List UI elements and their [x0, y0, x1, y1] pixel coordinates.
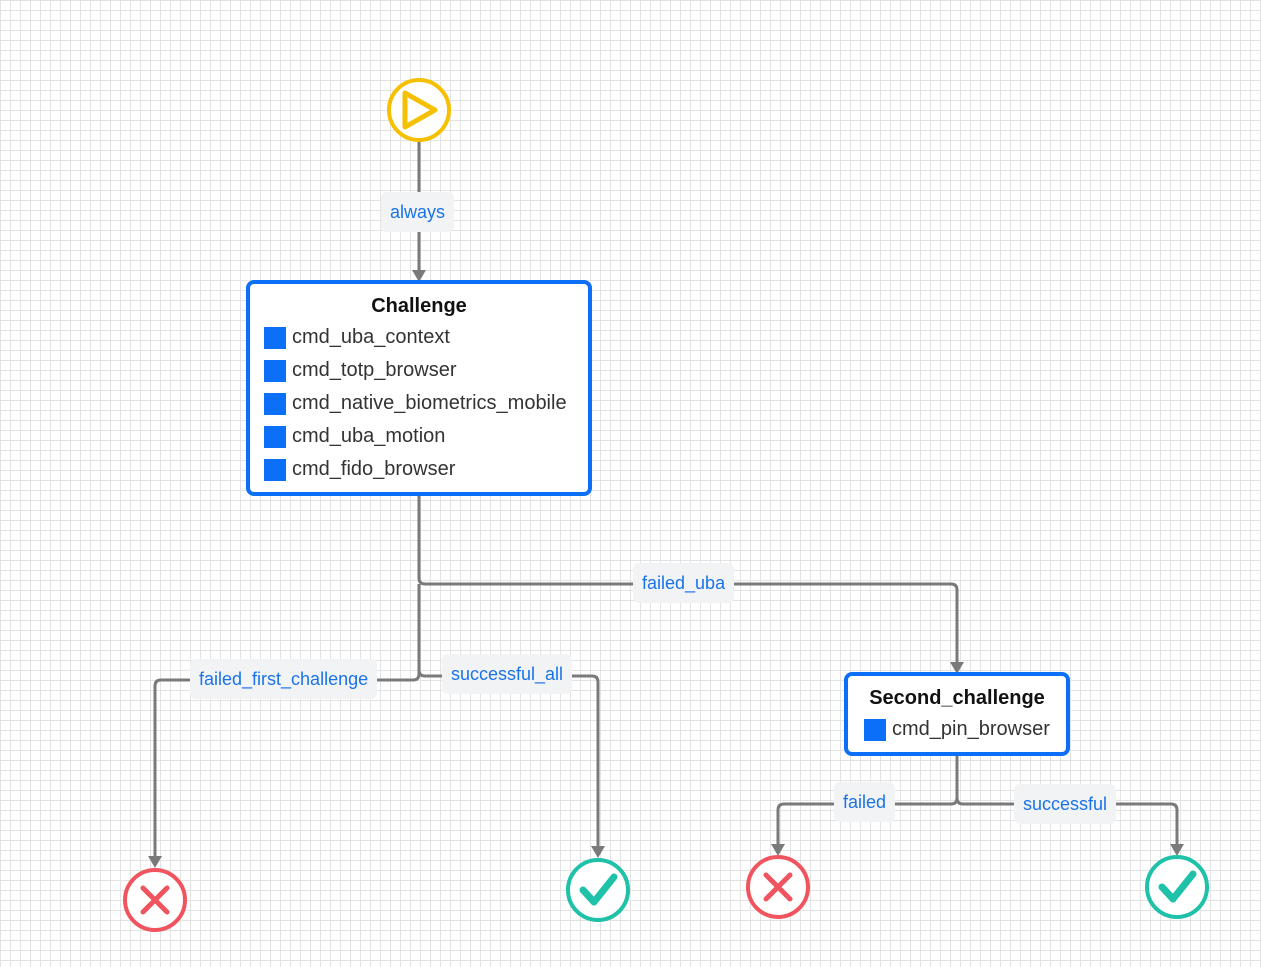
command-label: cmd_fido_browser [292, 458, 456, 480]
command-item: cmd_uba_context [250, 321, 588, 354]
second-challenge-node[interactable]: Second_challenge cmd_pin_browser [844, 672, 1070, 756]
edge-label-successful-all[interactable]: successful_all [442, 654, 573, 694]
check-icon [1158, 870, 1197, 903]
command-square-icon [264, 425, 286, 448]
x-icon [763, 872, 793, 902]
edge-label-always[interactable]: always [381, 192, 455, 232]
command-label: cmd_totp_browser [292, 359, 457, 381]
x-icon [140, 885, 170, 915]
command-label: cmd_uba_context [292, 326, 450, 348]
failure-end-node[interactable] [746, 855, 810, 919]
node-title: Challenge [371, 295, 467, 317]
check-icon [579, 873, 618, 906]
arrowhead [950, 662, 964, 674]
command-item: cmd_pin_browser [848, 713, 1066, 746]
arrowhead [771, 844, 785, 856]
command-item: cmd_fido_browser [250, 453, 588, 486]
command-label: cmd_uba_motion [292, 425, 446, 447]
play-icon [402, 90, 438, 130]
edge-label-failed[interactable]: failed [834, 782, 896, 822]
command-square-icon [264, 392, 286, 415]
edge-successful-line [955, 797, 1179, 850]
edge-successful-all-line [417, 669, 600, 852]
command-square-icon [264, 458, 286, 481]
edge-label-failed-first-challenge[interactable]: failed_first_challenge [190, 659, 378, 699]
arrowhead [591, 846, 605, 858]
arrowhead [412, 270, 426, 282]
command-label: cmd_native_biometrics_mobile [292, 392, 567, 414]
command-item: cmd_totp_browser [250, 354, 588, 387]
arrowhead [1170, 844, 1184, 856]
command-square-icon [264, 326, 286, 349]
command-label: cmd_pin_browser [892, 718, 1050, 740]
edge-label-successful[interactable]: successful [1014, 784, 1117, 824]
arrowhead [148, 856, 162, 868]
command-square-icon [264, 359, 286, 382]
challenge-node[interactable]: Challenge cmd_uba_context cmd_totp_brows… [246, 280, 592, 496]
edge-label-failed-uba[interactable]: failed_uba [633, 563, 735, 603]
success-end-node[interactable] [1145, 855, 1209, 919]
start-node[interactable] [387, 78, 451, 142]
command-item: cmd_native_biometrics_mobile [250, 387, 588, 420]
node-title: Second_challenge [869, 687, 1045, 709]
command-square-icon [864, 718, 886, 741]
failure-end-node[interactable] [123, 868, 187, 932]
edge-failed-first-challenge-line [153, 584, 421, 862]
success-end-node[interactable] [566, 858, 630, 922]
command-item: cmd_uba_motion [250, 420, 588, 453]
